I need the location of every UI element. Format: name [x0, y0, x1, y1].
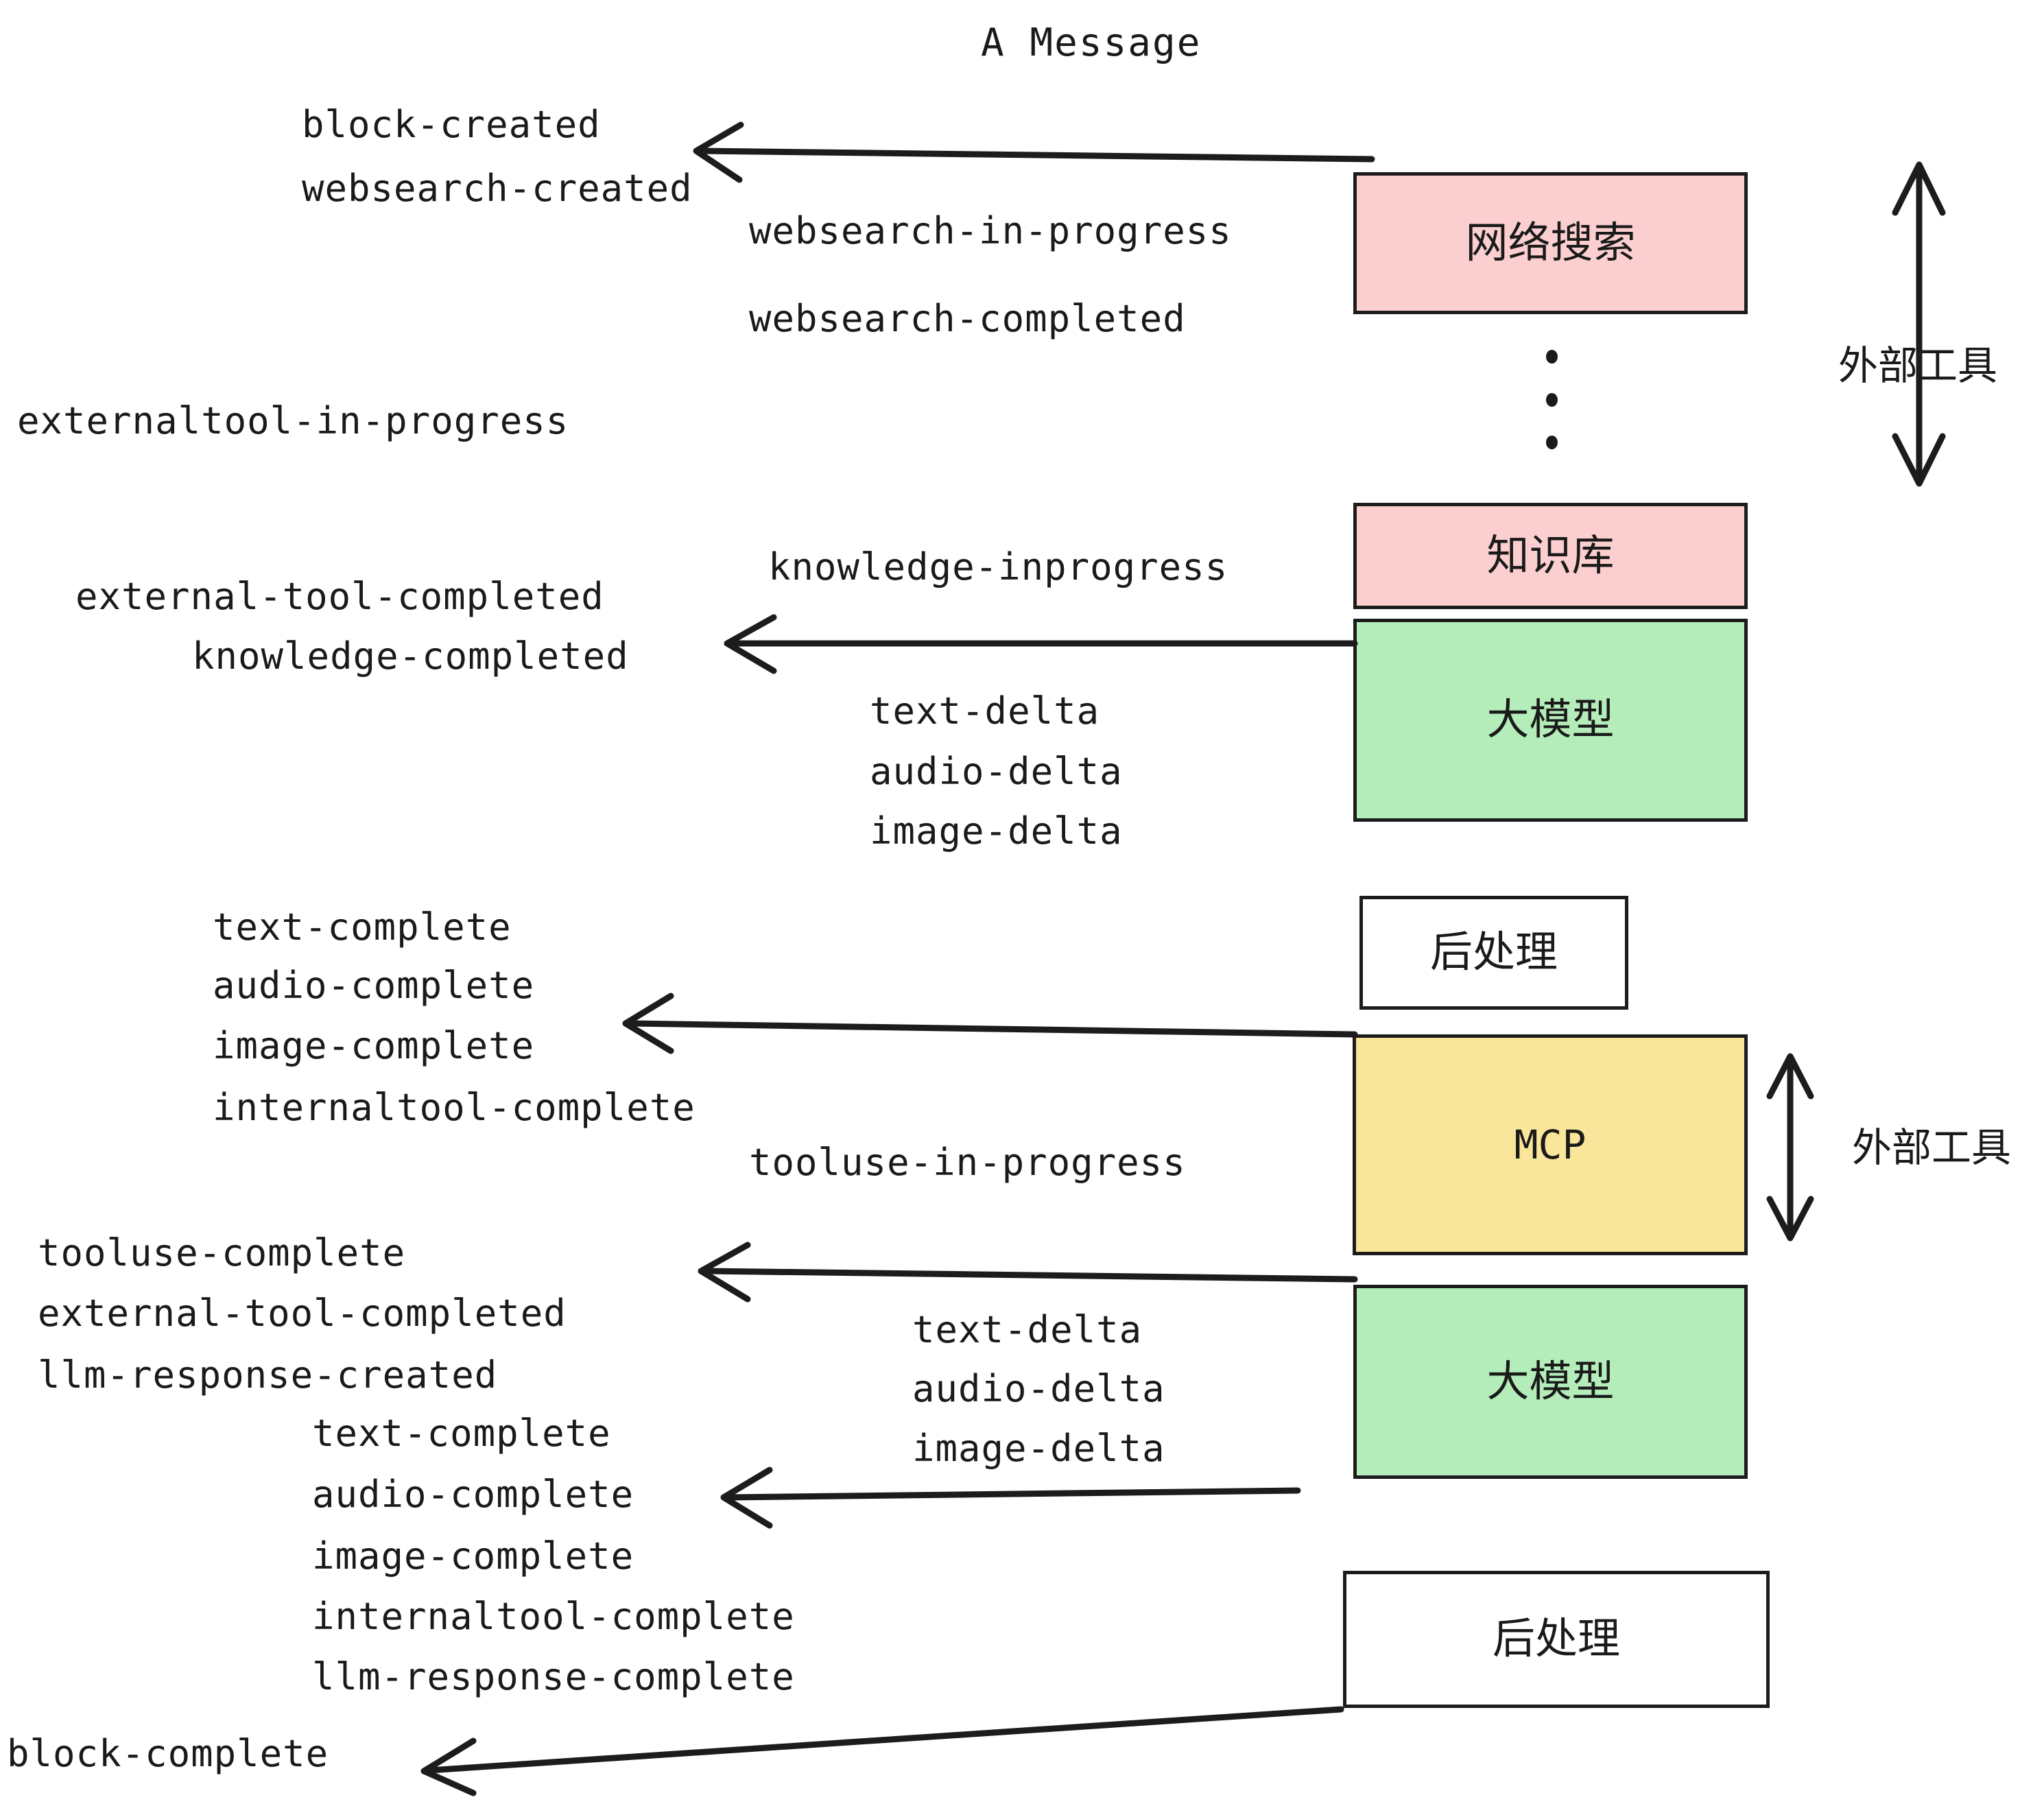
box-llm-1[interactable]: 大模型	[1353, 619, 1748, 822]
arrow-llm-to-audio-complete	[720, 1467, 1301, 1529]
event-internaltool-complete-1: internaltool-complete	[213, 1086, 696, 1129]
event-text-complete-2: text-complete	[312, 1412, 611, 1455]
event-tooluse-complete: tooluse-complete	[38, 1231, 406, 1274]
arrow-mcp-to-tooluse-complete	[698, 1242, 1358, 1303]
event-externaltool-in-progress: externaltool-in-progress	[17, 399, 569, 442]
box-label: 后处理	[1429, 929, 1558, 976]
event-image-delta-2: image-delta	[912, 1427, 1165, 1470]
bracket-external-tools-top	[1892, 161, 1946, 487]
ellipsis-dots	[1545, 350, 1558, 449]
dot	[1545, 350, 1558, 364]
event-llm-response-created: llm-response-created	[38, 1353, 498, 1397]
box-label: 网络搜索	[1465, 219, 1636, 267]
side-label-external-tools-top: 外部工具	[1838, 344, 1998, 388]
box-llm-2[interactable]: 大模型	[1353, 1285, 1748, 1479]
event-external-tool-completed-2: external-tool-completed	[38, 1292, 567, 1335]
box-label: 大模型	[1486, 1357, 1615, 1405]
side-label-external-tools-bottom: 外部工具	[1852, 1126, 2012, 1170]
event-websearch-created: websearch-created	[302, 167, 693, 210]
dot	[1545, 436, 1558, 449]
box-label: MCP	[1514, 1121, 1587, 1168]
box-postprocess-2[interactable]: 后处理	[1343, 1571, 1770, 1708]
page-title: A Message	[981, 21, 1202, 65]
event-internaltool-complete-2: internaltool-complete	[312, 1595, 795, 1638]
arrow-postprocess-to-block-complete	[420, 1706, 1344, 1796]
event-block-created: block-created	[302, 103, 601, 146]
box-knowledge-base[interactable]: 知识库	[1353, 503, 1748, 609]
event-audio-complete-2: audio-complete	[312, 1473, 634, 1516]
box-label: 后处理	[1492, 1615, 1620, 1663]
box-web-search[interactable]: 网络搜索	[1353, 172, 1748, 314]
arrow-websearch-to-block-created	[693, 121, 1375, 183]
event-image-complete-2: image-complete	[312, 1534, 634, 1578]
event-knowledge-completed: knowledge-completed	[192, 634, 629, 678]
event-text-complete-1: text-complete	[213, 905, 512, 949]
arrow-postprocess-to-image-complete	[622, 993, 1358, 1054]
event-websearch-completed: websearch-completed	[749, 297, 1186, 340]
event-external-tool-completed-1: external-tool-completed	[75, 575, 604, 618]
event-text-delta-2: text-delta	[912, 1308, 1143, 1351]
dot	[1545, 392, 1558, 407]
box-label: 大模型	[1486, 696, 1615, 744]
bracket-external-tools-bottom	[1766, 1053, 1814, 1242]
event-block-complete: block-complete	[7, 1732, 329, 1775]
event-knowledge-inprogress: knowledge-inprogress	[768, 545, 1228, 589]
event-audio-complete-1: audio-complete	[213, 964, 535, 1007]
box-postprocess-1[interactable]: 后处理	[1359, 896, 1628, 1010]
event-text-delta-1: text-delta	[870, 689, 1100, 733]
event-audio-delta-2: audio-delta	[912, 1367, 1165, 1410]
event-image-complete-1: image-complete	[213, 1024, 535, 1067]
box-mcp[interactable]: MCP	[1353, 1034, 1748, 1255]
event-tooluse-in-progress: tooluse-in-progress	[749, 1141, 1186, 1184]
event-image-delta-1: image-delta	[870, 809, 1123, 853]
event-websearch-in-progress: websearch-in-progress	[749, 209, 1232, 252]
box-label: 知识库	[1486, 532, 1615, 580]
arrow-knowledge-completed	[724, 614, 1358, 674]
event-llm-response-complete: llm-response-complete	[312, 1655, 795, 1698]
event-audio-delta-1: audio-delta	[870, 750, 1123, 793]
